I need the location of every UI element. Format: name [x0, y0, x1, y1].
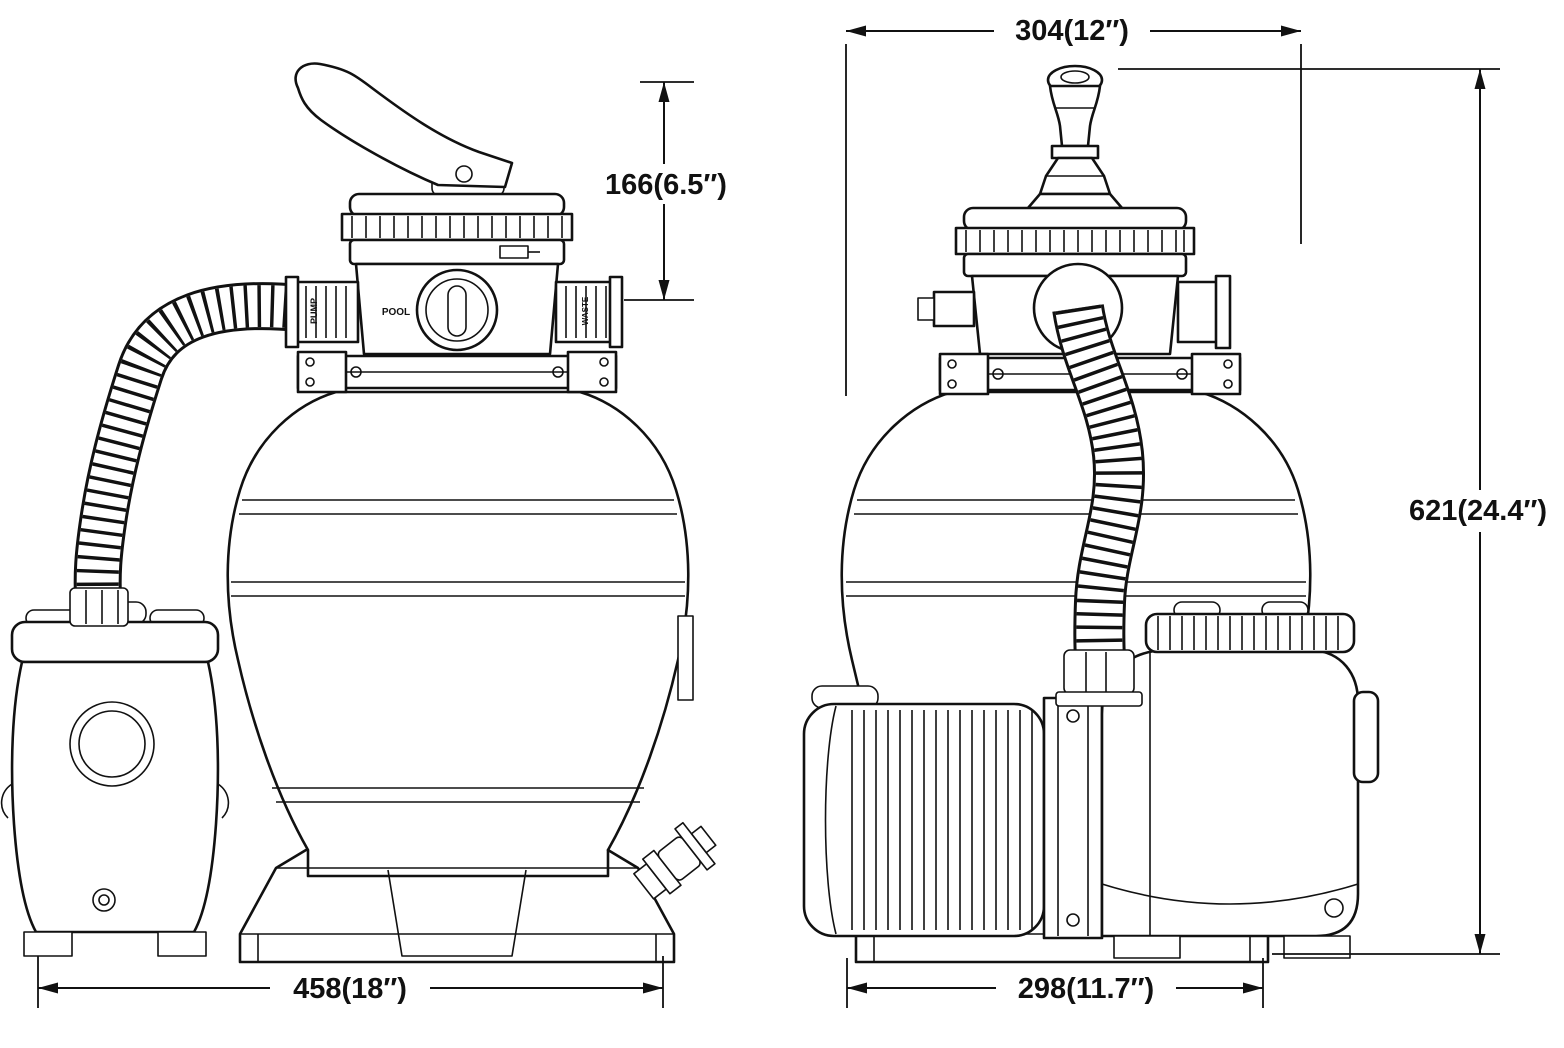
- pump-foot: [1113, 935, 1181, 959]
- dim-overall-height-label: 621(24.4″): [1409, 495, 1547, 527]
- pump-lid: [10, 620, 220, 664]
- hose-coupling: [69, 587, 129, 627]
- side-dimensions: 304(12″) 621(24.4″) 298(11.7″): [845, 10, 1562, 1008]
- sight-glass-slot: [447, 285, 467, 337]
- tank-side-tab: [677, 615, 694, 701]
- dim-label-mask: [270, 968, 430, 1008]
- valve-port-right-flange: [608, 275, 624, 349]
- front-multiport-valve: PUMP POOL WASTE: [284, 62, 624, 356]
- handle-pivot: [455, 165, 473, 183]
- strainer-lid: [1144, 612, 1356, 654]
- front-drain-fitting: [633, 821, 717, 900]
- pump-outlet-cap: [1352, 690, 1380, 784]
- hose-coupling-flange: [1055, 691, 1143, 707]
- valve-pool-label: POOL: [382, 307, 410, 318]
- pump-foot: [1283, 935, 1351, 959]
- valve-port-right-label: WASTE: [581, 296, 590, 325]
- side-view: 304(12″) 621(24.4″) 298(11.7″): [802, 10, 1562, 1008]
- pump-clamp-hooks: [0, 783, 230, 819]
- valve-ribbed-ring: [954, 226, 1196, 256]
- dim-front-base-width-label: 458(18″): [293, 973, 407, 1005]
- valve-port-left-flange: [284, 275, 300, 349]
- front-filter-tank: [226, 390, 694, 878]
- bleed-screw: [499, 245, 529, 259]
- hose-coupling: [1063, 649, 1135, 695]
- valve-port-right-flange: [1214, 274, 1232, 350]
- front-hose: [69, 282, 303, 627]
- pressure-port: [932, 290, 976, 328]
- side-pump: [802, 601, 1380, 959]
- dim-top-width-label: 304(12″): [1015, 15, 1129, 47]
- tank-ring-lines: [846, 499, 1306, 597]
- pump-drain-plug: [92, 888, 116, 912]
- dim-label-mask: [594, 164, 738, 204]
- valve-handle-shaft: [1048, 84, 1102, 148]
- front-clamp-band: [296, 350, 618, 394]
- dim-label-mask: [1394, 490, 1562, 532]
- side-hose: [1052, 303, 1145, 707]
- dim-label-mask: [996, 968, 1176, 1008]
- pump-flange: [1042, 696, 1104, 940]
- base-notch: [387, 869, 527, 957]
- pump-drain-plug: [1324, 898, 1344, 918]
- pump-foot: [23, 931, 73, 957]
- dim-side-base-width-label: 298(11.7″): [1018, 973, 1154, 1005]
- strainer-window: [69, 701, 155, 787]
- pump-foot: [157, 931, 207, 957]
- valve-port-left-label: PUMP: [309, 298, 319, 324]
- tank-ring-lines: [231, 499, 685, 803]
- valve-port-right: [1176, 280, 1220, 344]
- front-dimensions: 166(6.5″) 458(18″): [37, 81, 738, 1008]
- motor-fins: [851, 710, 1033, 930]
- dim-label-mask: [994, 10, 1150, 50]
- dim-valve-height-label: 166(6.5″): [605, 169, 727, 201]
- front-pump: [0, 601, 230, 957]
- front-view: PUMP POOL WASTE 166(6.5″) 458(18″): [0, 62, 738, 1008]
- valve-handle: [294, 62, 514, 189]
- valve-ribbed-ring: [340, 212, 574, 242]
